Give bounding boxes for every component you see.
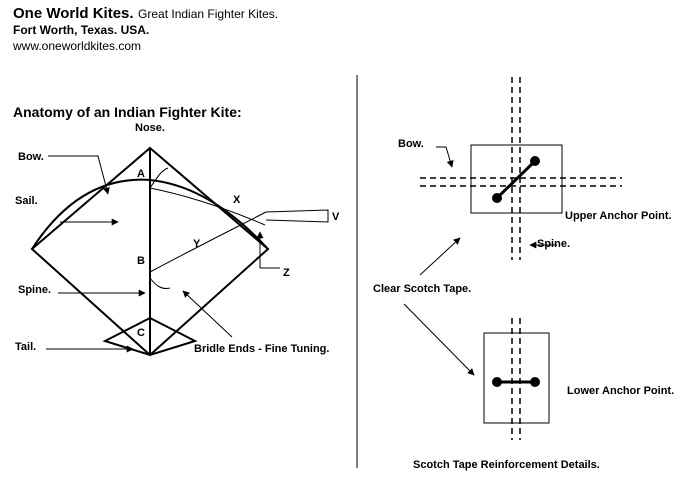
spine-detail-label: Spine. (537, 238, 570, 250)
upper-anchor-detail (420, 77, 622, 260)
bridle-end-top (149, 167, 169, 189)
bridle-end-bottom (149, 277, 171, 289)
caption: Scotch Tape Reinforcement Details. (413, 459, 600, 471)
bridle-y (149, 211, 267, 273)
sail-label: Sail. (15, 195, 38, 207)
bow-label: Bow. (18, 151, 44, 163)
bow-arrow (48, 155, 110, 195)
upper-anchor-label: Upper Anchor Point. (565, 210, 672, 222)
tagline: Great Indian Fighter Kites. (138, 7, 279, 21)
label-z: Z (283, 267, 290, 279)
tape-arrow-upper (419, 237, 461, 276)
website: www.oneworldkites.com (13, 39, 142, 53)
bridle-x (149, 187, 266, 226)
label-v: V (332, 211, 340, 223)
header: One World Kites. Great Indian Fighter Ki… (13, 6, 278, 54)
tape-arrow-lower (403, 303, 475, 376)
label-x: X (233, 194, 241, 206)
bow-detail-arrow (436, 146, 454, 168)
label-c: C (137, 327, 145, 339)
brand-line: One World Kites. Great Indian Fighter Ki… (13, 6, 278, 22)
label-a: A (137, 168, 145, 180)
lower-anchor-label: Lower Anchor Point. (567, 385, 674, 397)
location: Fort Worth, Texas. USA. (13, 23, 150, 37)
label-b: B (137, 255, 145, 267)
bow-detail-label: Bow. (398, 138, 424, 150)
spine-label: Spine. (18, 284, 51, 296)
nose-label: Nose. (135, 122, 165, 134)
bridle-arrow (182, 290, 233, 338)
label-y: Y (193, 238, 201, 250)
lower-anchor-detail (483, 318, 550, 440)
brand-name: One World Kites. (13, 5, 134, 22)
left-title: Anatomy of an Indian Fighter Kite: (13, 104, 242, 120)
bridle-v (265, 209, 329, 223)
kite-bow (31, 178, 269, 250)
bridle-label: Bridle Ends - Fine Tuning. (194, 343, 329, 355)
tape-label: Clear Scotch Tape. (373, 283, 471, 295)
tail-label: Tail. (15, 341, 36, 353)
